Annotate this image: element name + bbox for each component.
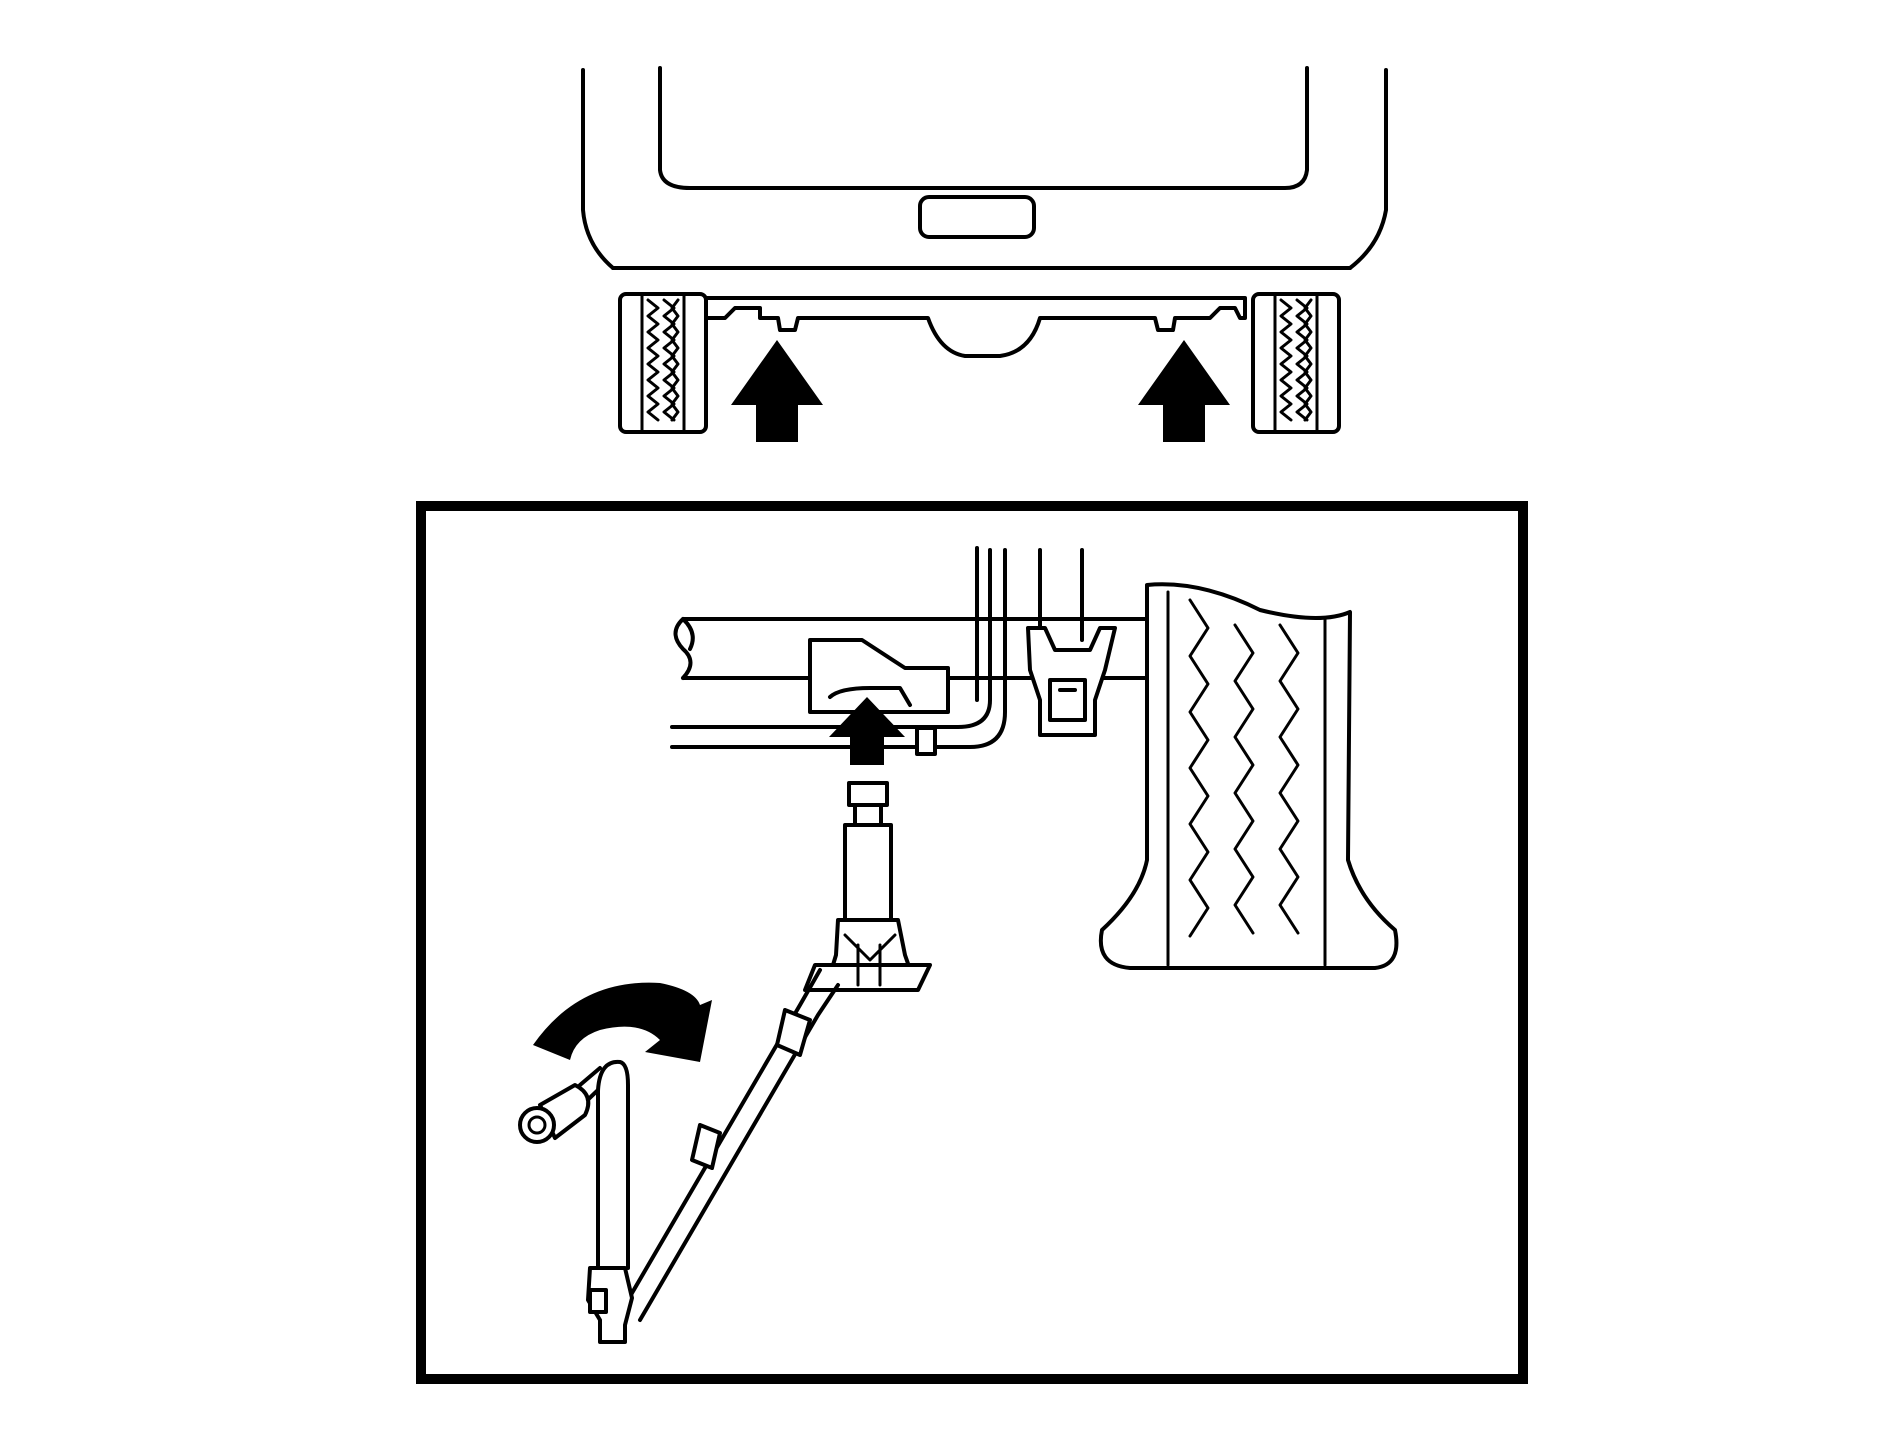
bottle-jack-icon — [803, 781, 932, 992]
detail-jack-under-axle — [518, 546, 1399, 1344]
tire-tread-icon — [646, 298, 660, 422]
right-rear-tire — [1251, 292, 1341, 434]
detail-tire — [1098, 582, 1399, 970]
license-plate-lamp — [918, 195, 1036, 239]
up-arrow-icon — [1138, 340, 1230, 442]
left-rear-tire — [618, 292, 708, 434]
tailgate-outline — [658, 66, 1309, 190]
detail-panel-frame — [416, 501, 1528, 1384]
vehicle-rear-view — [581, 66, 1388, 442]
shock-absorber — [975, 546, 1084, 702]
up-arrow-icon — [829, 697, 905, 765]
up-arrow-icon — [731, 340, 823, 442]
leaf-spring — [670, 548, 1007, 749]
tire-tread-icon — [1188, 598, 1210, 938]
u-bolt-nut — [915, 726, 937, 756]
rotate-clockwise-arrow-icon — [533, 982, 712, 1062]
axle-jack-pad — [808, 638, 950, 714]
rear-axle-underside — [698, 296, 1247, 358]
jack-handle-icon[interactable] — [518, 968, 840, 1344]
